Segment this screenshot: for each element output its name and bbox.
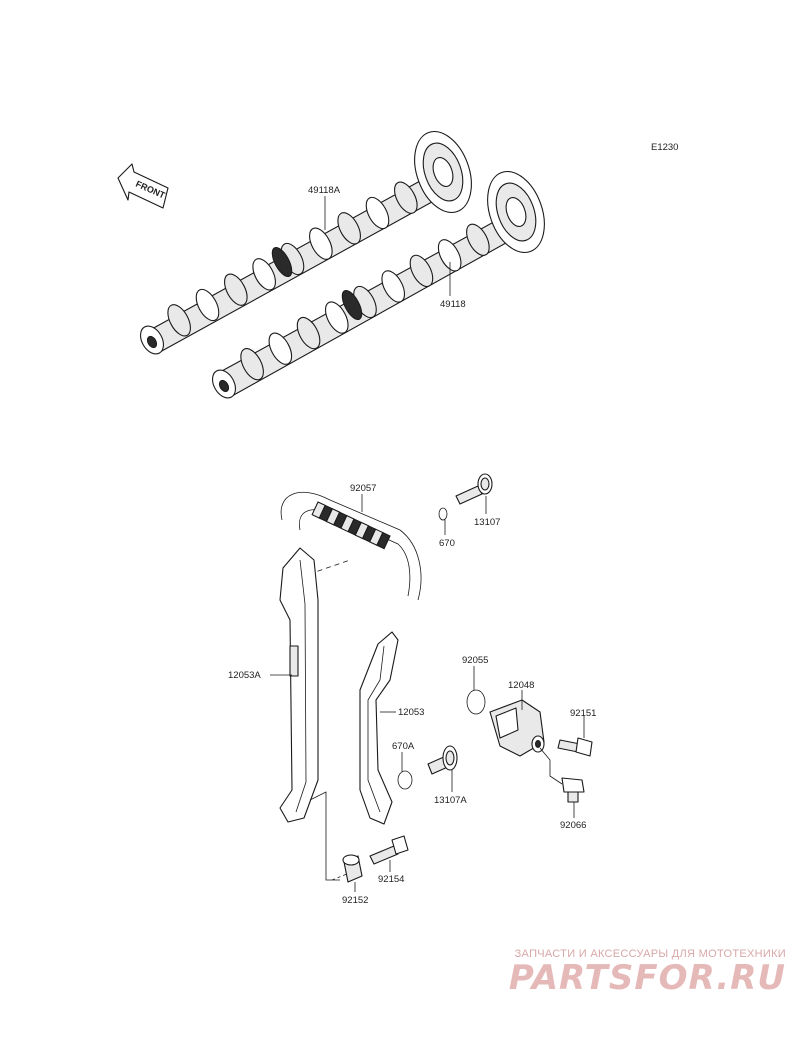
cam-lobe bbox=[365, 196, 390, 230]
oring-670 bbox=[438, 507, 448, 521]
watermark-tagline: ЗАПЧАСТИ И АКСЕССУАРЫ ДЛЯ МОТОТЕХНИКИ bbox=[514, 948, 786, 960]
camshaft-exhaust bbox=[139, 130, 472, 355]
cam-lobe bbox=[224, 273, 248, 306]
label-92057: 92057 bbox=[350, 483, 376, 494]
bolt-92066 bbox=[561, 777, 585, 803]
cam-lobe bbox=[409, 254, 434, 288]
cam-lobe bbox=[466, 223, 490, 256]
cam-lobe bbox=[195, 288, 220, 322]
oring-670a bbox=[397, 770, 413, 790]
oring-92055 bbox=[466, 689, 486, 715]
cam-lobe bbox=[240, 348, 264, 381]
cam-lobe bbox=[394, 181, 418, 214]
chain-tensioner bbox=[489, 699, 545, 757]
label-92151: 92151 bbox=[570, 708, 596, 719]
chain-guide-short bbox=[359, 631, 399, 825]
label-13107: 13107 bbox=[474, 517, 500, 528]
label-12048: 12048 bbox=[508, 680, 534, 691]
label-670: 670 bbox=[439, 538, 455, 549]
cam-lobe bbox=[309, 227, 333, 260]
diagram-code: E1230 bbox=[651, 142, 678, 153]
cam-lobe bbox=[268, 332, 293, 365]
label-92152: 92152 bbox=[342, 895, 368, 906]
label-12053: 12053 bbox=[398, 707, 424, 718]
chain-link bbox=[376, 531, 391, 550]
bolt-92154 bbox=[369, 835, 409, 865]
bolt-13107 bbox=[455, 473, 493, 505]
cam-lobe bbox=[337, 212, 361, 245]
camshaft-intake bbox=[211, 170, 545, 399]
chain-guide-long bbox=[279, 547, 319, 823]
label-92055: 92055 bbox=[462, 655, 488, 666]
bolt-13107a bbox=[427, 745, 458, 775]
label-92066: 92066 bbox=[560, 820, 586, 831]
label-49118a: 49118A bbox=[308, 185, 341, 196]
cam-lobe bbox=[437, 239, 462, 272]
watermark-brand-logo: PARTSFOR.RU bbox=[508, 958, 786, 998]
watermark: ЗАПЧАСТИ И АКСЕССУАРЫ ДЛЯ МОТОТЕХНИКИ PA… bbox=[476, 948, 786, 996]
label-12053a: 12053A bbox=[228, 670, 261, 681]
cam-lobe bbox=[167, 304, 191, 337]
collar-92152 bbox=[342, 854, 363, 883]
cam-lobe bbox=[252, 258, 276, 291]
bolt-92151 bbox=[557, 737, 593, 757]
timing-chain bbox=[280, 491, 422, 601]
front-arrow-icon: FRONT bbox=[117, 163, 169, 209]
label-670a: 670A bbox=[392, 741, 415, 752]
label-13107a: 13107A bbox=[434, 795, 467, 806]
label-92154: 92154 bbox=[378, 874, 404, 885]
cam-lobe bbox=[381, 270, 406, 303]
label-49118: 49118 bbox=[440, 299, 466, 310]
cam-lobe bbox=[296, 316, 321, 350]
cam-lobe bbox=[324, 301, 349, 334]
